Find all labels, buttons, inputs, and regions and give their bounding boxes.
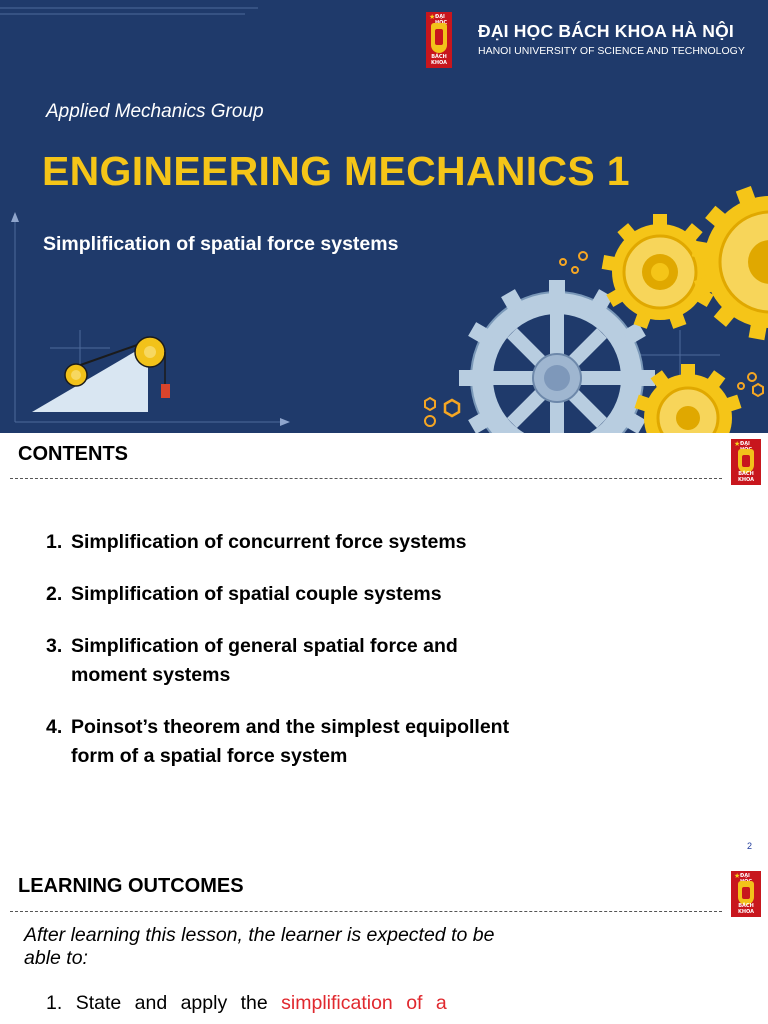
item-text: Simplification of concurrent force syste… bbox=[71, 531, 467, 553]
page-number: 2 bbox=[746, 841, 752, 851]
list-item: 2. Simplification of spatial couple syst… bbox=[46, 580, 516, 609]
logo-bottom-text: BÁCH KHOA bbox=[737, 471, 755, 483]
list-item: 1. Simplification of concurrent force sy… bbox=[46, 528, 516, 557]
university-logo-small: ★ ĐẠI HỌC BÁCH KHOA bbox=[731, 439, 761, 485]
item-text: Simplification of spatial couple systems bbox=[71, 583, 442, 605]
learning-outcomes-intro: After learning this lesson, the learner … bbox=[24, 924, 495, 969]
course-title: ENGINEERING MECHANICS 1 bbox=[42, 148, 630, 194]
torch-icon bbox=[738, 881, 754, 905]
outcome-highlight: simplification of a bbox=[281, 992, 447, 1014]
item-text: Poinsot’s theorem and the simplest equip… bbox=[71, 716, 510, 767]
item-number: 1. bbox=[46, 531, 63, 553]
contents-slide: CONTENTS ★ ĐẠI HỌC BÁCH KHOA 1. Simplifi… bbox=[0, 433, 768, 858]
outcome-number: 1. bbox=[46, 992, 63, 1014]
pulley-incline-icon bbox=[32, 336, 170, 412]
list-item: 4. Poinsot’s theorem and the simplest eq… bbox=[46, 713, 516, 771]
title-slide: ★ ĐẠI HỌC BÁCH KHOA ĐẠI HỌC BÁCH KHOA HÀ… bbox=[0, 0, 768, 433]
contents-heading: CONTENTS bbox=[18, 443, 128, 465]
star-icon: ★ bbox=[734, 872, 741, 880]
learning-outcomes-heading: LEARNING OUTCOMES bbox=[18, 875, 244, 897]
learning-outcomes-slide: LEARNING OUTCOMES ★ ĐẠI HỌC BÁCH KHOA Af… bbox=[0, 858, 768, 1024]
logo-bottom-text: BÁCH KHOA bbox=[430, 54, 448, 66]
university-name-english: HANOI UNIVERSITY OF SCIENCE AND TECHNOLO… bbox=[478, 45, 745, 57]
lesson-title: Simplification of spatial force systems bbox=[43, 233, 399, 255]
star-icon: ★ bbox=[734, 440, 741, 448]
group-name: Applied Mechanics Group bbox=[46, 101, 264, 122]
outcome-text: State and apply the bbox=[75, 992, 282, 1014]
list-item: 3. Simplification of general spatial for… bbox=[46, 632, 516, 690]
heading-divider bbox=[10, 911, 722, 912]
item-number: 4. bbox=[46, 716, 63, 738]
gears-icon bbox=[424, 185, 768, 433]
item-number: 2. bbox=[46, 583, 63, 605]
outcome-item: 1. State and apply the simplification of… bbox=[46, 992, 476, 1015]
logo-bottom-text: BÁCH KHOA bbox=[737, 903, 755, 915]
torch-icon bbox=[738, 449, 754, 473]
title-slide-illustration bbox=[0, 7, 768, 433]
university-logo: ★ ĐẠI HỌC BÁCH KHOA bbox=[426, 12, 452, 68]
university-name: ĐẠI HỌC BÁCH KHOA HÀ NỘI bbox=[478, 21, 734, 41]
contents-list: 1. Simplification of concurrent force sy… bbox=[46, 528, 516, 794]
item-number: 3. bbox=[46, 635, 63, 657]
university-logo-small: ★ ĐẠI HỌC BÁCH KHOA bbox=[731, 871, 761, 917]
star-icon: ★ bbox=[429, 13, 436, 21]
heading-divider bbox=[10, 478, 722, 479]
item-text: Simplification of general spatial force … bbox=[71, 635, 458, 686]
torch-icon bbox=[431, 23, 447, 53]
